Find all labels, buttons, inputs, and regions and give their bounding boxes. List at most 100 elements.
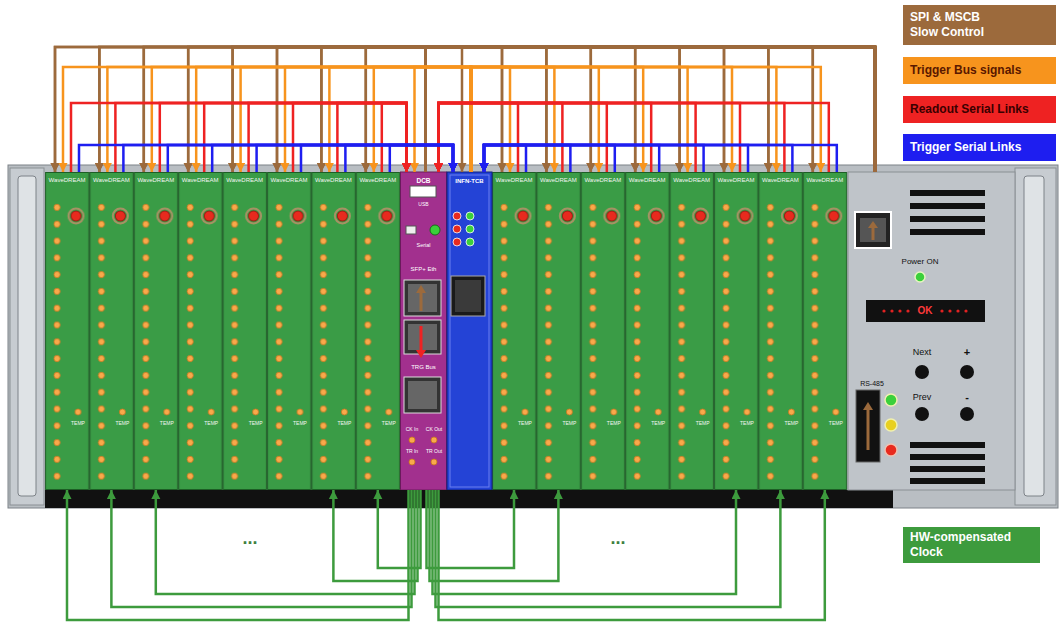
bus-connector [212,145,453,172]
board-label: Prev [913,393,932,402]
board-label: OK [918,306,933,316]
board-label: TR In [406,449,418,454]
vent-slot [910,229,985,235]
board-label: TEMP [71,421,85,426]
port-arrow-head [868,221,878,228]
wavedream-board: WaveDREAMTEMP [670,172,714,490]
board-label: WaveDREAM [137,177,174,183]
bus-connector [55,47,875,172]
tcb-led [466,212,474,220]
panel-led [885,419,897,431]
board-label: TEMP [829,421,843,426]
backplane-bar [45,490,893,508]
bus-connector [152,67,471,172]
board-label: - [965,392,969,403]
ellipsis-label: ... [242,529,257,547]
legend-swatch: Trigger Serial Links [903,134,1056,161]
dcb-board-fill [401,172,447,490]
clock-connector [378,490,421,568]
display-dot [906,309,909,312]
board-label: WaveDREAM [315,177,352,183]
left-handle [18,176,36,496]
vent-slot [910,203,985,209]
lemo-connector [431,459,437,465]
bus-connector [115,103,406,172]
bus-connector [168,145,453,172]
board-label: WaveDREAM [762,177,799,183]
bus-connector [484,145,615,172]
lemo-connector [409,459,415,465]
status-led [430,225,440,235]
sfp-port [404,280,441,316]
bus-connector [107,67,471,172]
board-label: WaveDREAM [629,177,666,183]
wavedream-board: WaveDREAMTEMP [267,172,311,490]
usb-port [410,186,436,197]
board-label: INFN-TCB [455,178,483,184]
panel-button [915,365,929,379]
legend-swatch: Trigger Bus signals [903,57,1056,84]
bus-connector [160,103,407,172]
wavedream-board: WaveDREAMTEMP [492,172,536,490]
board-label: TEMP [382,421,396,426]
left-rail [10,168,44,505]
port-arrow-head [863,402,873,410]
clock-connector [436,490,781,607]
board-label: TRG Bus [411,364,436,370]
bus-connector [321,47,875,172]
trg-bus-port [404,377,441,413]
clock-connector [433,490,737,594]
wavedream-board: WaveDREAMTEMP [89,172,133,490]
bus-connector [345,145,453,172]
board-label: WaveDREAM [540,177,577,183]
bus-connector [63,67,471,172]
port-arrow [420,293,423,311]
bus-connector [439,103,652,172]
board-label: CK In [406,427,419,432]
bus-connector [204,103,406,172]
legend-text: SPI & MSCB Slow Control [910,10,1002,40]
board-label: TEMP [651,421,665,426]
board-label: Power ON [902,258,939,266]
board-label: TEMP [784,421,798,426]
bus-connector [366,47,875,172]
bus-connector [439,103,563,172]
sfp-port-inner [408,324,437,350]
board-label: WaveDREAM [584,177,621,183]
board-label: TEMP [249,421,263,426]
bus-connector [188,47,875,172]
bus-connector [241,67,471,172]
vent-slot [910,442,985,448]
legend-text: Trigger Serial Links [910,140,1021,155]
bus-connector [484,145,570,172]
display-dot [964,309,967,312]
bus-connector [439,103,607,172]
board-leds [45,172,400,432]
sfp-port-inner [408,284,437,312]
dcb-board: DCBUSBSerialSFP+ EthTRG BusCK InCK OutTR… [401,172,447,490]
panel-fill [848,172,1015,490]
status-display [866,300,985,322]
board-label: SFP+ Eth [411,266,437,272]
bus-connector [144,47,875,172]
clock-connector [430,490,559,581]
bus-connector [337,103,406,172]
board-label: WaveDREAM [673,177,710,183]
display-dot [898,309,901,312]
board-label: TEMP [293,421,307,426]
port-arrow [420,326,423,350]
bus-connector [484,145,526,172]
right-handle [1024,176,1044,496]
board-label: WaveDREAM [806,177,843,183]
vent-slot [910,190,985,196]
wavedream-board: WaveDREAMTEMP [311,172,355,490]
board-fill [45,172,400,490]
wavedream-board: WaveDREAMTEMP [536,172,580,490]
panel-led [885,444,897,456]
legend-swatch: Readout Serial Links [903,96,1056,123]
tcb-led [466,238,474,246]
bus-connector [813,47,875,172]
bus-connector [329,67,471,172]
trg-bus-port-inner [408,381,437,409]
tcb-port-inner [455,280,481,312]
